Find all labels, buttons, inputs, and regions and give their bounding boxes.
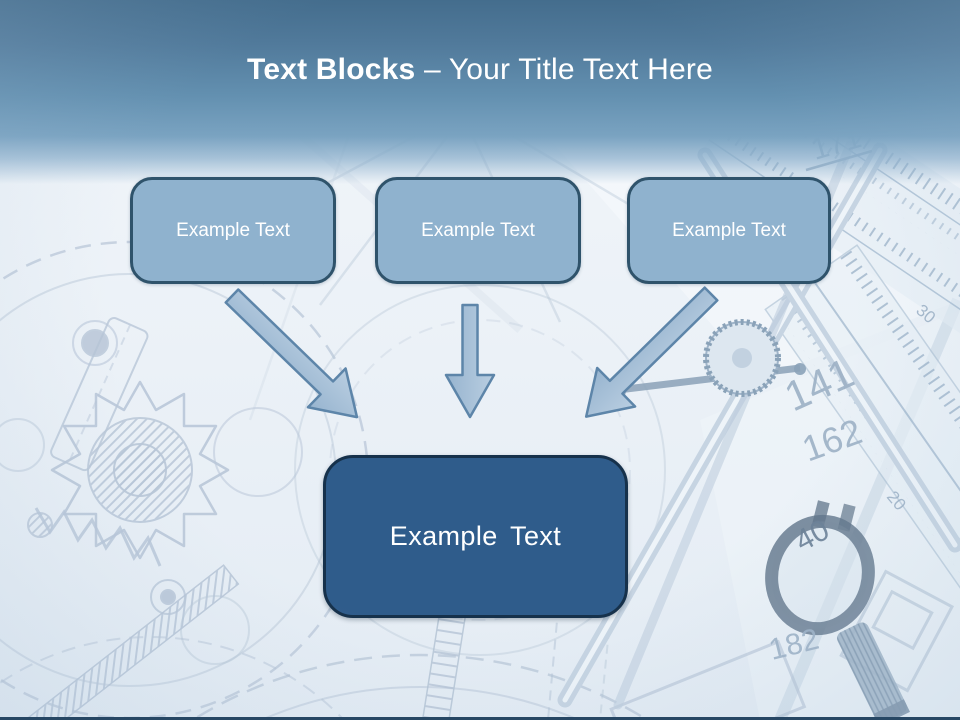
text-block-3[interactable]: Example Text [627, 177, 831, 284]
slide-title: Text Blocks – Your Title Text Here [0, 52, 960, 88]
slide-title-rest: – Your Title Text Here [423, 53, 713, 86]
bottom-accent-bar [0, 717, 960, 720]
slide-title-highlight: Text Blocks [247, 53, 416, 86]
text-block-main[interactable]: Example Text [323, 455, 628, 618]
text-block-3-label: Example Text [672, 219, 786, 241]
text-block-2-label: Example Text [421, 219, 535, 241]
loupe [765, 500, 910, 720]
text-block-1-label: Example Text [176, 219, 290, 241]
text-block-2[interactable]: Example Text [375, 177, 581, 284]
text-block-1[interactable]: Example Text [130, 177, 336, 284]
text-block-main-label: Example Text [389, 521, 562, 551]
